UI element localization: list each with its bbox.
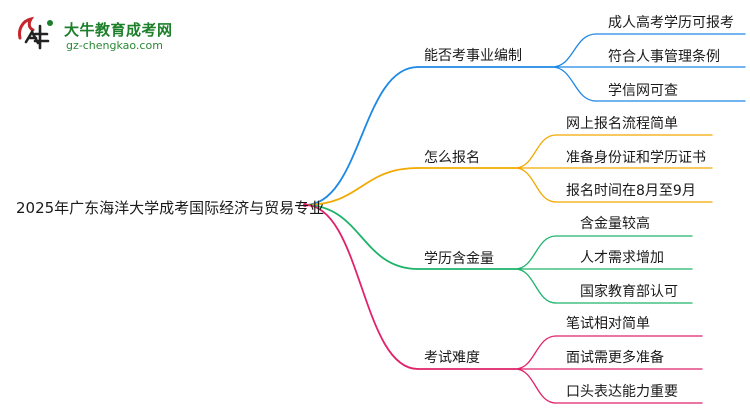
bull-logo-icon — [18, 16, 53, 50]
leaf-connector — [514, 268, 557, 304]
leaf-label: 成人高考学历可报考 — [608, 15, 734, 31]
leaf-connector — [514, 134, 557, 169]
leaf-connector — [514, 335, 557, 370]
site-logo[interactable]: 大牛教育成考网 gz-chengkao.com — [14, 10, 172, 58]
leaf-label: 报名时间在8月至9月 — [566, 183, 696, 199]
leaf-label: 网上报名流程简单 — [566, 116, 678, 132]
logo-url: gz-chengkao.com — [66, 39, 163, 52]
logo-title: 大牛教育成考网 — [64, 21, 173, 39]
leaf-label: 国家教育部认可 — [580, 284, 678, 300]
branch-label: 学历含金量 — [424, 251, 494, 267]
leaf-label: 面试需更多准备 — [566, 350, 664, 366]
leaf-label: 人才需求增加 — [580, 250, 664, 266]
leaf-label: 笔试相对简单 — [566, 316, 650, 332]
leaf-connector — [551, 66, 597, 102]
leaf-connector — [551, 33, 597, 68]
root-topic: 2025年广东海洋大学成考国际经济与贸易专业 — [16, 199, 325, 217]
leaf-label: 准备身份证和学历证书 — [566, 150, 706, 166]
branch-connector — [304, 167, 419, 206]
root-anchor-dot — [303, 203, 307, 207]
branch-connector — [304, 204, 419, 270]
leaf-connector — [514, 167, 557, 203]
branch-label: 怎么报名 — [424, 150, 480, 166]
leaf-connector — [514, 368, 557, 404]
leaf-connector — [514, 235, 557, 270]
leaf-label: 学信网可查 — [608, 83, 678, 99]
mindmap-edges — [303, 33, 746, 404]
branch-label: 考试难度 — [424, 350, 480, 366]
leaf-label: 口头表达能力重要 — [566, 384, 678, 400]
leaf-label: 符合人事管理条例 — [608, 49, 720, 65]
branch-connector — [304, 66, 419, 206]
branch-label: 能否考事业编制 — [424, 48, 522, 64]
leaf-label: 含金量较高 — [580, 216, 650, 232]
branch-connector — [304, 204, 419, 370]
